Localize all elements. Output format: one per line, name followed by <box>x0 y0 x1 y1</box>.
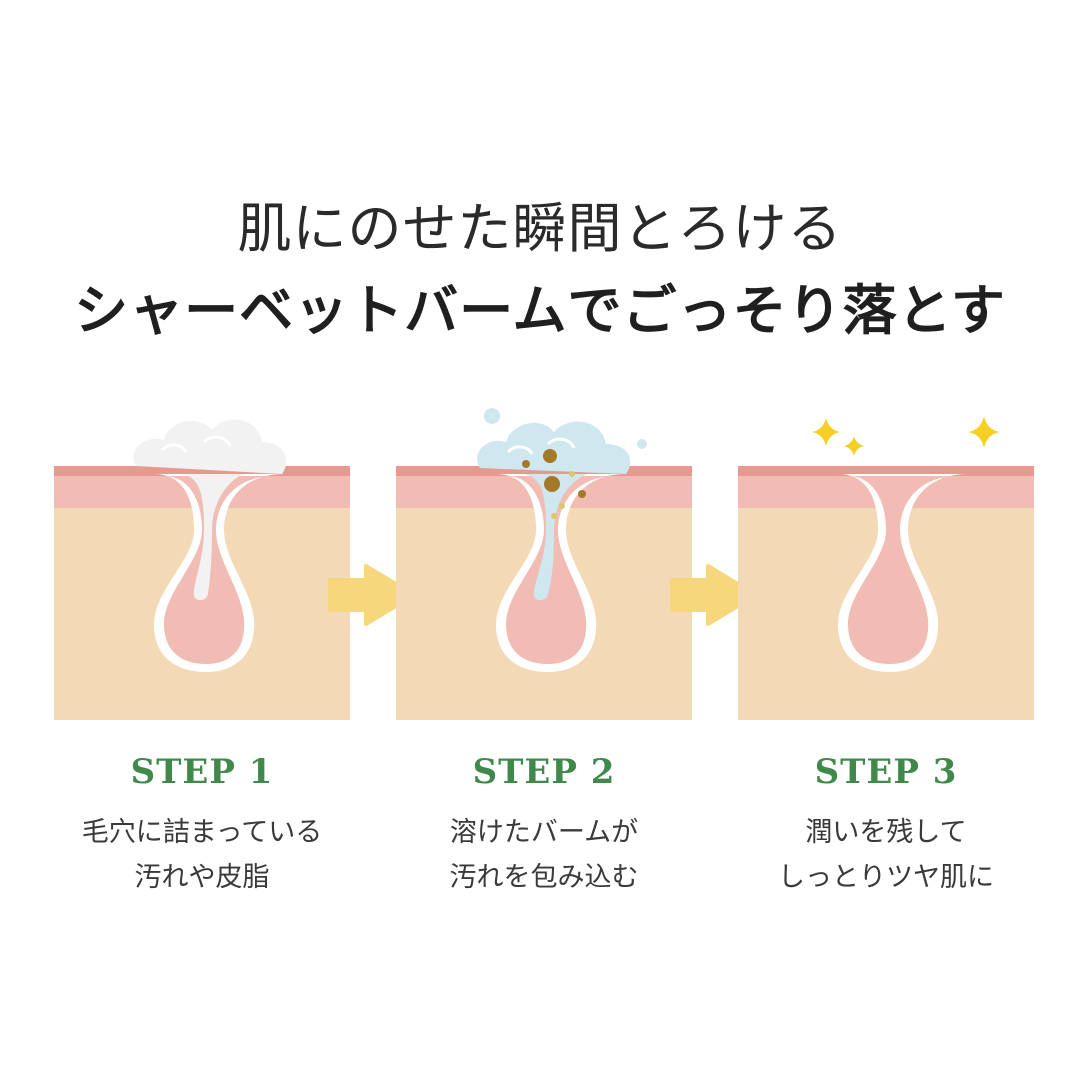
arrow-right-icon <box>670 564 758 626</box>
pore-cleansing-diagram <box>54 408 1034 720</box>
dirt-particle-icon <box>522 449 586 519</box>
headline-line-2: シャーベットバームでごっそり落とす <box>74 278 1006 342</box>
step1-desc-line1: 毛穴に詰まっている <box>81 817 323 848</box>
step3-title: STEP 3 <box>814 752 958 792</box>
step3-desc-line2: しっとりツヤ肌に <box>778 862 994 893</box>
step3-description: 潤いを残して しっとりツヤ肌に <box>726 810 1046 900</box>
arrow-right-icon <box>328 564 416 626</box>
step1-diagram <box>54 419 350 720</box>
step2-desc-line1: 溶けたバームが <box>449 817 639 848</box>
step1-description: 毛穴に詰まっている 汚れや皮脂 <box>42 810 362 900</box>
step1-title: STEP 1 <box>130 752 274 792</box>
step2-description: 溶けたバームが 汚れを包み込む <box>384 810 704 900</box>
foam-icon <box>477 408 647 601</box>
step2-title: STEP 2 <box>472 752 616 792</box>
step3-diagram <box>738 416 1034 720</box>
step2-desc-line2: 汚れを包み込む <box>449 862 639 893</box>
headline-line-1: 肌にのせた瞬間とろける <box>237 197 843 260</box>
sparkle-icon <box>812 416 1000 456</box>
step1-desc-line2: 汚れや皮脂 <box>134 862 270 893</box>
step3-desc-line1: 潤いを残して <box>805 817 967 848</box>
step2-diagram <box>396 408 692 720</box>
foam-icon <box>133 419 287 601</box>
